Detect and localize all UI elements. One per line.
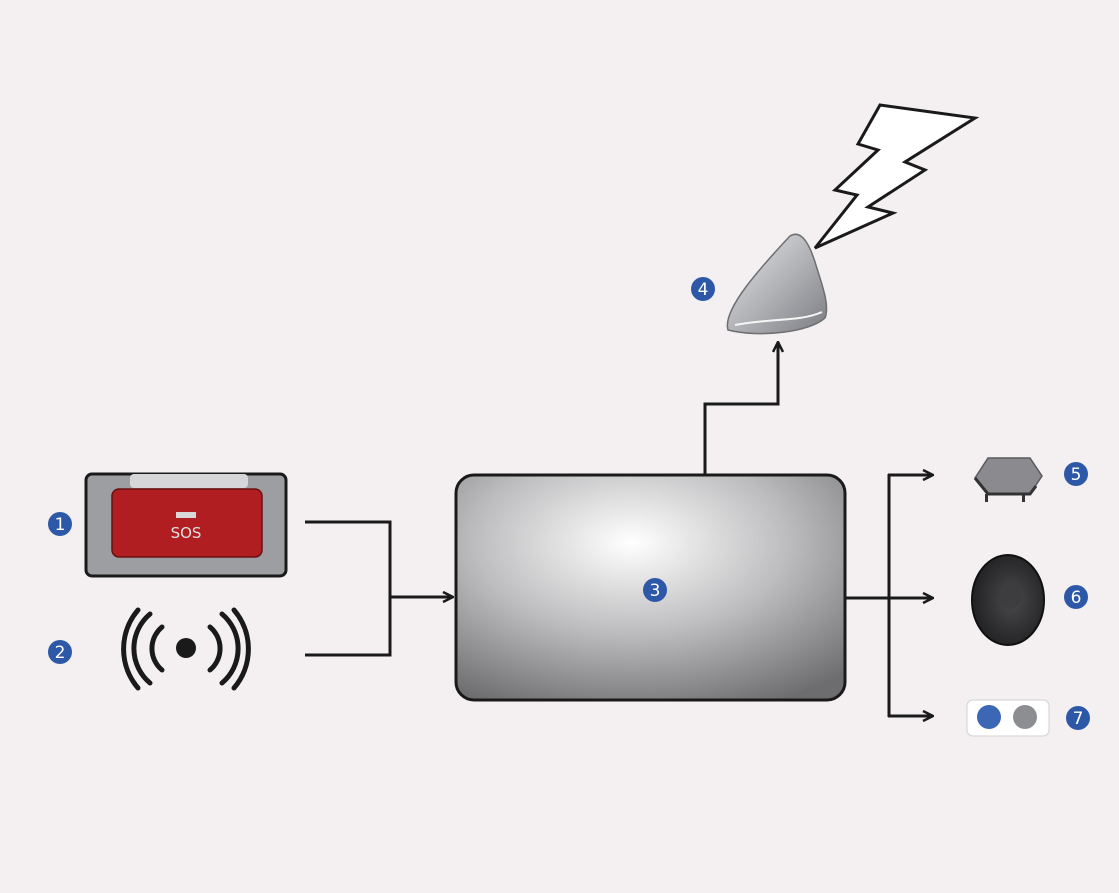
sos-button-icon: SOS (84, 472, 288, 578)
indicator-lights-icon (966, 699, 1050, 737)
lightning-icon (813, 103, 980, 250)
wireless-signal-icon (121, 607, 251, 691)
badge-7: 7 (1066, 706, 1090, 730)
antenna-icon (726, 233, 828, 335)
badge-3: 3 (643, 578, 667, 602)
badge-6: 6 (1064, 585, 1088, 609)
badge-2: 2 (48, 640, 72, 664)
svg-text:6: 6 (1071, 588, 1082, 608)
svg-text:3: 3 (650, 581, 661, 601)
badge-5: 5 (1064, 462, 1088, 486)
badge-1: 1 (48, 512, 72, 536)
sos-label: SOS (171, 524, 202, 542)
svg-text:5: 5 (1071, 465, 1082, 485)
svg-text:7: 7 (1073, 709, 1084, 729)
svg-text:4: 4 (698, 280, 709, 300)
badge-4: 4 (691, 277, 715, 301)
connection-lines (305, 342, 933, 717)
svg-text:2: 2 (55, 643, 66, 663)
speaker-icon (971, 554, 1045, 646)
microphone-icon (973, 457, 1043, 502)
svg-text:1: 1 (55, 515, 66, 535)
